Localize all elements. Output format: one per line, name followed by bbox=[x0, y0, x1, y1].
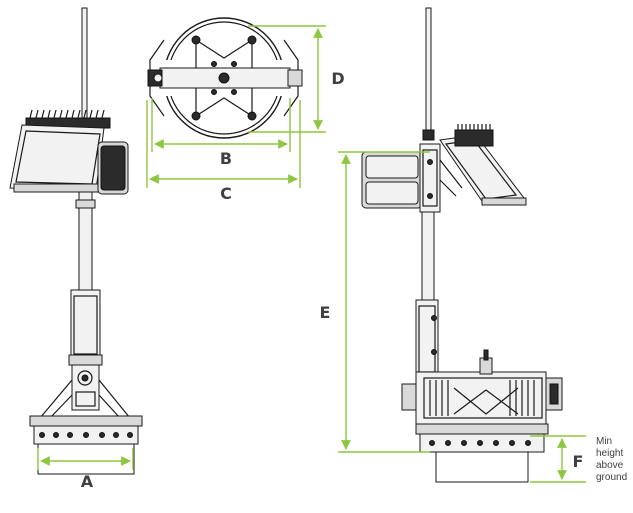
dimension-b bbox=[151, 98, 291, 152]
label-a: A bbox=[81, 472, 94, 491]
front-view bbox=[9, 7, 143, 475]
side-bolts bbox=[429, 440, 531, 446]
label-d: D bbox=[331, 69, 344, 88]
label-c: C bbox=[220, 184, 232, 203]
dimension-e bbox=[338, 151, 430, 453]
front-fins bbox=[25, 109, 111, 129]
dimension-a bbox=[37, 448, 134, 470]
min-height-note: Min height above ground bbox=[596, 436, 627, 483]
note-line-2: height bbox=[596, 448, 623, 459]
note-line-1: Min bbox=[596, 436, 612, 447]
dimension-f bbox=[530, 435, 586, 483]
label-b: B bbox=[220, 149, 232, 168]
note-line-4: ground bbox=[596, 472, 627, 483]
dimension-c bbox=[146, 100, 301, 188]
dimension-d bbox=[248, 25, 326, 133]
top-view bbox=[147, 17, 303, 139]
side-view bbox=[361, 7, 563, 483]
note-line-3: above bbox=[596, 460, 624, 471]
label-e: E bbox=[320, 303, 331, 322]
label-f: F bbox=[573, 452, 584, 471]
front-bolts bbox=[39, 432, 133, 438]
